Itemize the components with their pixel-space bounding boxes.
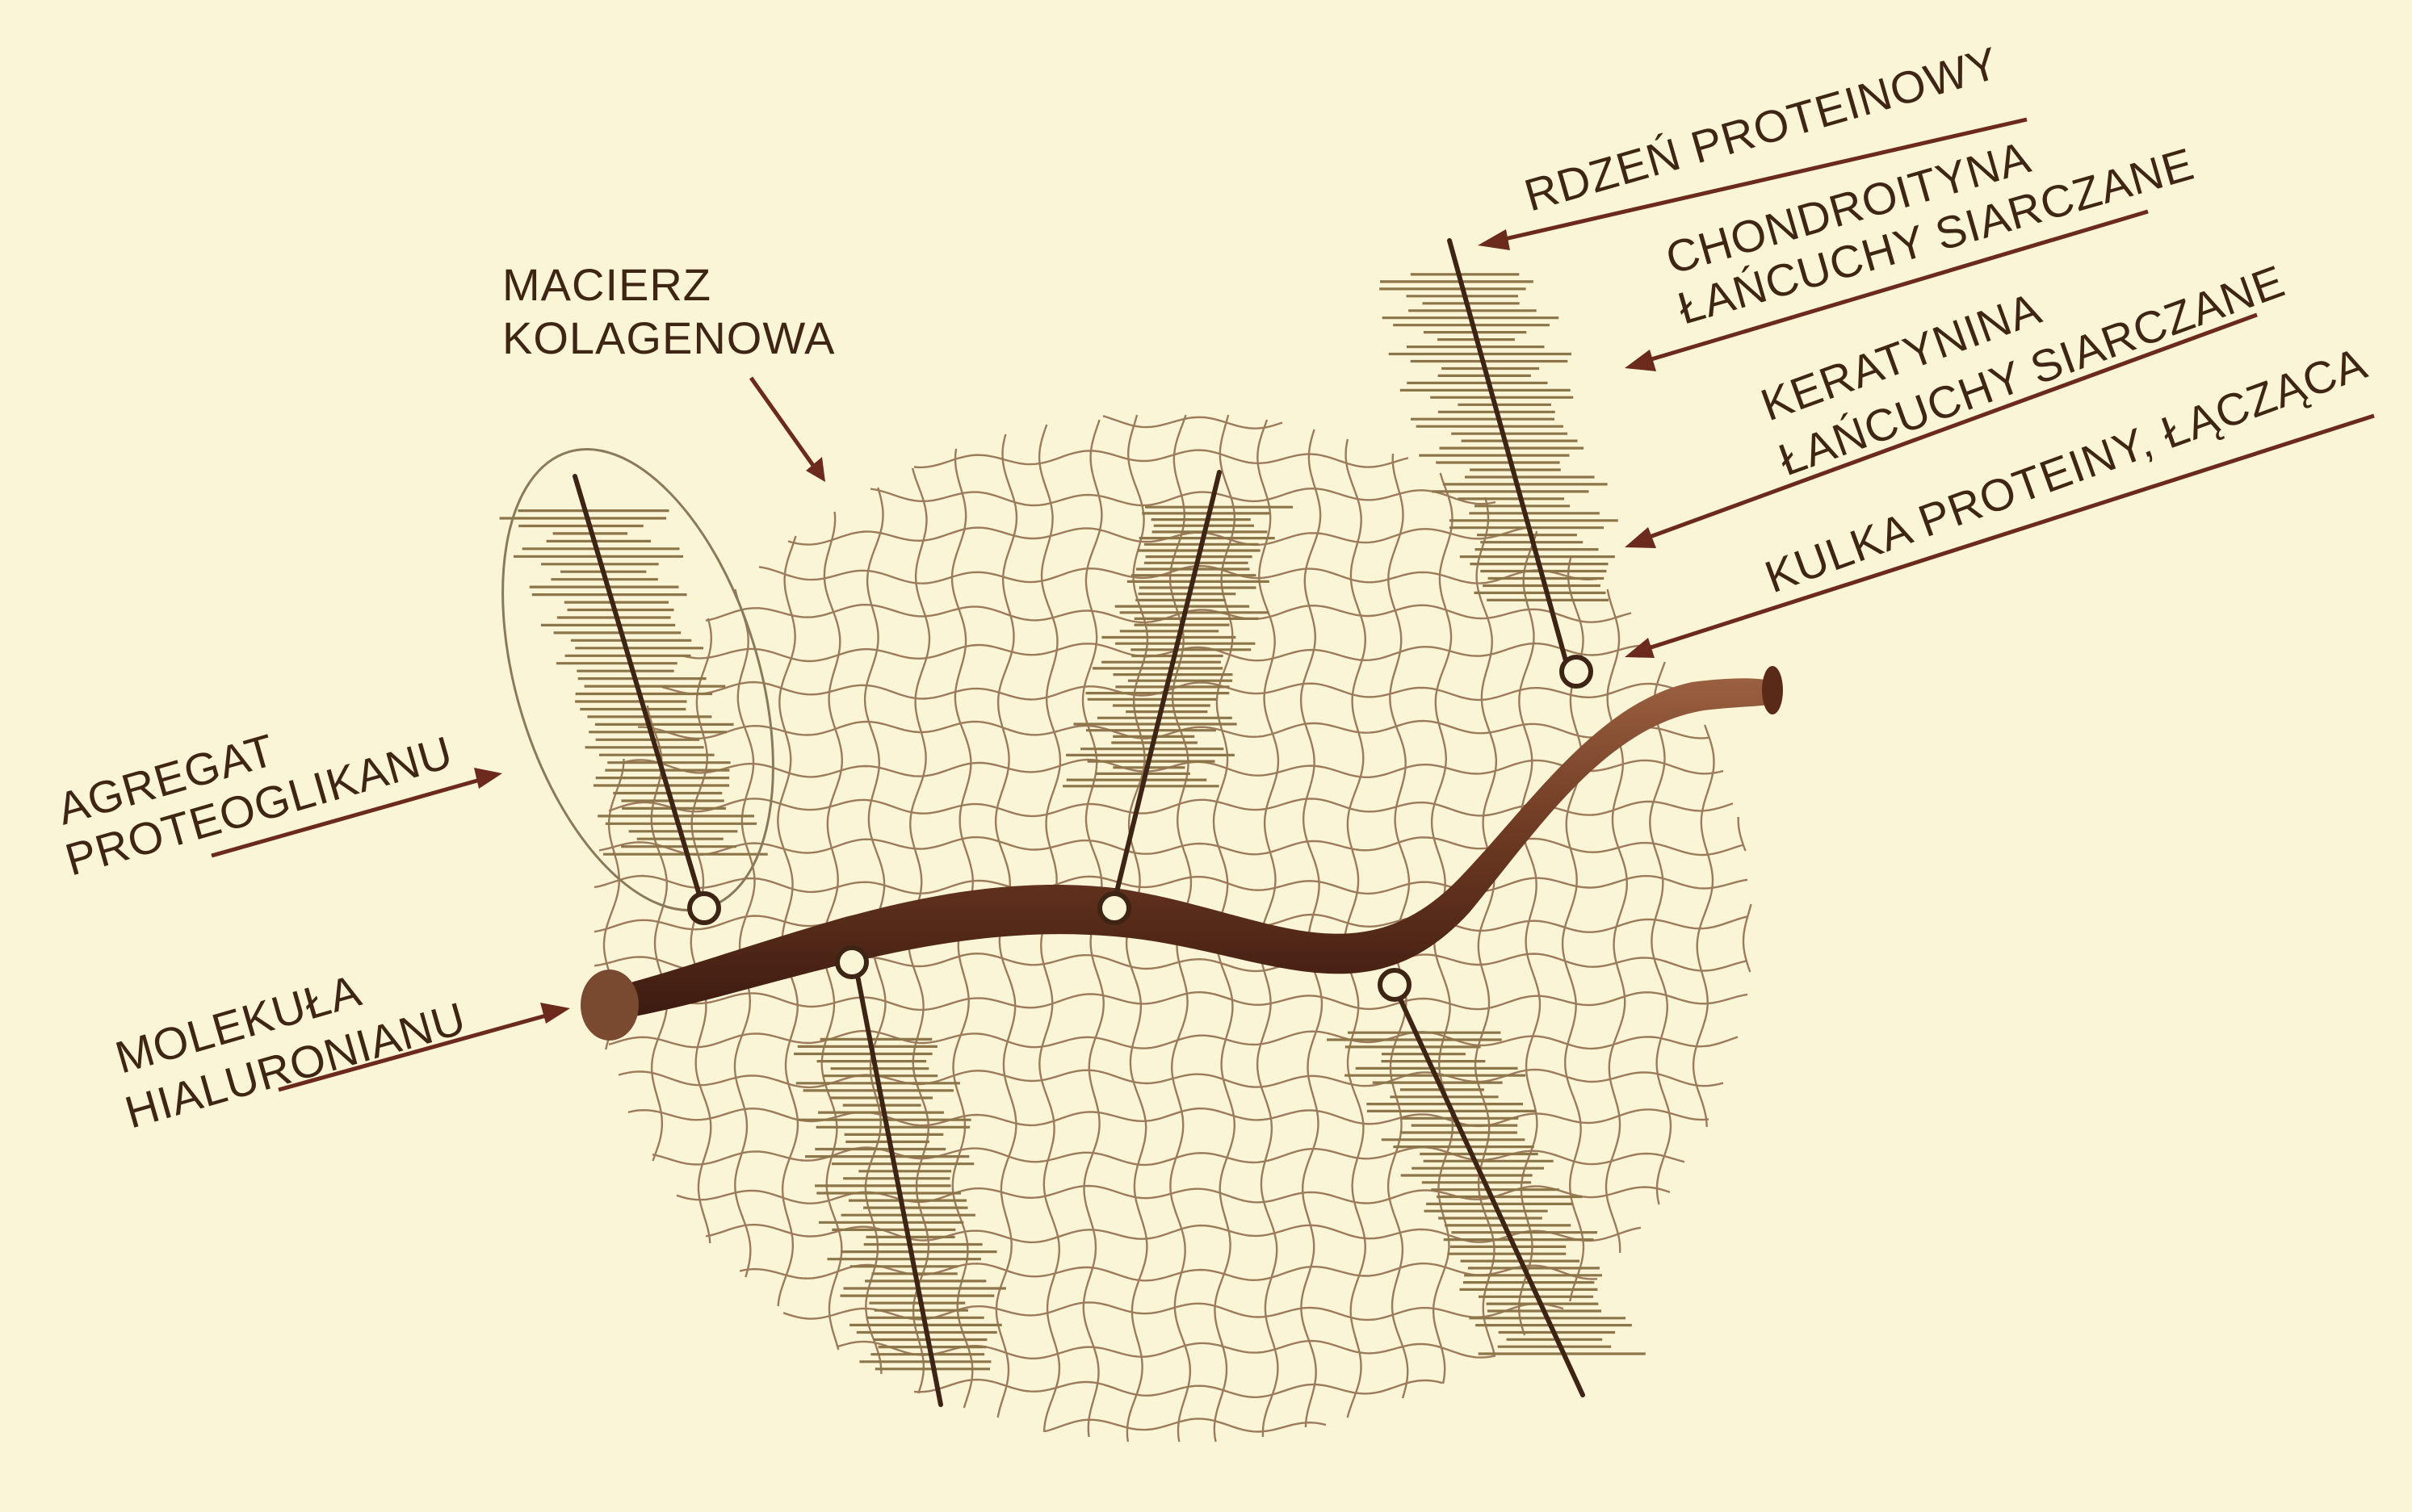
collagen-fiber <box>1301 429 1322 1427</box>
collagen-fiber <box>1344 439 1365 1418</box>
collagen-fiber <box>682 643 1655 661</box>
label-collagen-matrix-line2: KOLAGENOWA <box>502 312 835 363</box>
collagen-fiber <box>1519 531 1540 1335</box>
collagen-fiber <box>788 527 1534 545</box>
collagen-fiber <box>1650 662 1671 1204</box>
collagen-fiber <box>1103 416 1282 428</box>
collagen-fiber <box>1045 1418 1326 1431</box>
label-collagen-matrix-line1: MACIERZ <box>502 259 711 310</box>
collagen-fiber <box>619 1070 1723 1087</box>
sulfate-chain-clusters <box>500 274 1646 1369</box>
collagen-fiber <box>1693 725 1714 1127</box>
collagen-fiber <box>735 589 755 1277</box>
collagen-fiber <box>914 450 1408 467</box>
collagen-fiber <box>594 876 1747 894</box>
collagen-fiber <box>914 1380 1442 1397</box>
collagen-fiber <box>1739 817 1751 972</box>
collagen-fiber <box>691 618 711 1243</box>
collagen-fiber <box>837 1341 1495 1359</box>
collagen-fiber <box>628 1108 1709 1126</box>
